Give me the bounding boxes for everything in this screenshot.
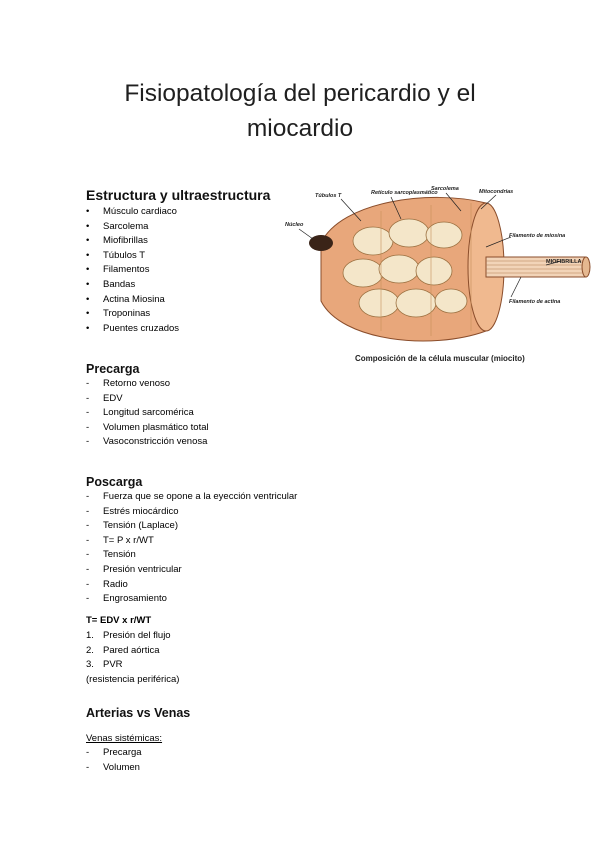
- dash-icon: -: [86, 378, 90, 389]
- page-title: Fisiopatología del pericardio y el mioca…: [60, 76, 540, 146]
- venas-heading: Venas sistémicas:: [86, 733, 163, 744]
- list-item: •Puentes cruzados: [86, 322, 179, 337]
- arterias-heading: Arterias vs Venas: [86, 706, 191, 720]
- figure-caption: Composición de la célula muscular (mioci…: [355, 354, 525, 363]
- dash-icon: -: [86, 491, 90, 502]
- dash-icon: -: [86, 436, 90, 448]
- formula-heading: T= EDV x r/WT: [86, 615, 152, 626]
- venas-list: -Precarga -Volumen: [86, 746, 142, 775]
- list-item: •Troponinas: [86, 307, 179, 322]
- bullet-icon: •: [86, 249, 90, 261]
- list-item: 1.Presión del flujo: [86, 629, 171, 644]
- dash-icon: -: [86, 563, 90, 575]
- bullet-icon: •: [86, 206, 90, 217]
- list-item: -Estrés miocárdico: [86, 505, 297, 520]
- formula-note: (resistencia periférica): [86, 674, 180, 685]
- bullet-icon: •: [86, 220, 90, 232]
- list-item: •Miofibrillas: [86, 234, 179, 249]
- list-item: •Actina Miosina: [86, 293, 179, 308]
- dash-icon: -: [86, 407, 90, 419]
- bullet-icon: •: [86, 308, 90, 320]
- dash-icon: -: [86, 421, 90, 433]
- list-item: -Tensión: [86, 548, 297, 563]
- list-item: -Precarga: [86, 746, 142, 761]
- dash-icon: -: [86, 549, 90, 561]
- dash-icon: -: [86, 392, 90, 404]
- list-item: -Radio: [86, 578, 297, 593]
- myocyte-illustration: Túbulos T Retículo sarcoplasmático Sarco…: [285, 186, 591, 363]
- list-item: -Volumen plasmático total: [86, 421, 209, 436]
- list-item: -Retorno venoso: [86, 377, 209, 392]
- list-item: -Presión ventricular: [86, 563, 297, 578]
- bullet-icon: •: [86, 278, 90, 290]
- list-item: 3.PVR: [86, 658, 171, 673]
- label-mitocondrias: Mitocondrias: [479, 189, 513, 195]
- list-item: •Sarcolema: [86, 220, 179, 235]
- label-tubulos-t: Túbulos T: [315, 193, 342, 199]
- bullet-icon: •: [86, 322, 90, 334]
- dash-icon: -: [86, 505, 90, 517]
- list-item: -T= P x r/WT: [86, 534, 297, 549]
- precarga-list: -Retorno venoso -EDV -Longitud sarcoméri…: [86, 377, 209, 450]
- number-marker: 2.: [86, 644, 94, 656]
- poscarga-list: -Fuerza que se opone a la eyección ventr…: [86, 490, 297, 607]
- bullet-icon: •: [86, 235, 90, 247]
- dash-icon: -: [86, 593, 90, 605]
- list-item: -Engrosamiento: [86, 592, 297, 607]
- title-line-2: miocardio: [246, 115, 354, 142]
- number-marker: 1.: [86, 630, 94, 641]
- label-sarcolema: Sarcolema: [431, 186, 459, 192]
- list-item: -EDV: [86, 392, 209, 407]
- list-item: -Longitud sarcomérica: [86, 406, 209, 421]
- number-marker: 3.: [86, 659, 94, 671]
- dash-icon: -: [86, 578, 90, 590]
- list-item: •Músculo cardiaco: [86, 205, 179, 220]
- estructura-list: •Músculo cardiaco •Sarcolema •Miofibrill…: [86, 205, 179, 336]
- bullet-icon: •: [86, 293, 90, 305]
- title-line-1: Fisiopatología del pericardio y el: [124, 80, 476, 107]
- dash-icon: -: [86, 747, 90, 758]
- list-item: •Túbulos T: [86, 249, 179, 264]
- dash-icon: -: [86, 534, 90, 546]
- bullet-icon: •: [86, 264, 90, 276]
- precarga-heading: Precarga: [86, 362, 140, 376]
- myocyte-figure: Túbulos T Retículo sarcoplasmático Sarco…: [281, 181, 593, 369]
- dash-icon: -: [86, 761, 90, 773]
- label-actina: Filamento de actina: [509, 299, 560, 305]
- label-nucleo: Núcleo: [285, 222, 304, 228]
- list-item: -Fuerza que se opone a la eyección ventr…: [86, 490, 297, 505]
- list-item: -Vasoconstricción venosa: [86, 435, 209, 450]
- label-miofibrilla: MIOFIBRILLA: [546, 259, 581, 265]
- dash-icon: -: [86, 520, 90, 532]
- poscarga-heading: Poscarga: [86, 475, 143, 489]
- list-item: 2.Pared aórtica: [86, 644, 171, 659]
- list-item: •Filamentos: [86, 263, 179, 278]
- estructura-heading: Estructura y ultraestructura: [86, 187, 271, 203]
- list-item: -Tensión (Laplace): [86, 519, 297, 534]
- list-item: -Volumen: [86, 761, 142, 776]
- list-item: •Bandas: [86, 278, 179, 293]
- label-miosina: Filamento de miosina: [509, 233, 565, 239]
- formula-list: 1.Presión del flujo 2.Pared aórtica 3.PV…: [86, 629, 171, 673]
- label-reticulo: Retículo sarcoplasmático: [371, 190, 438, 196]
